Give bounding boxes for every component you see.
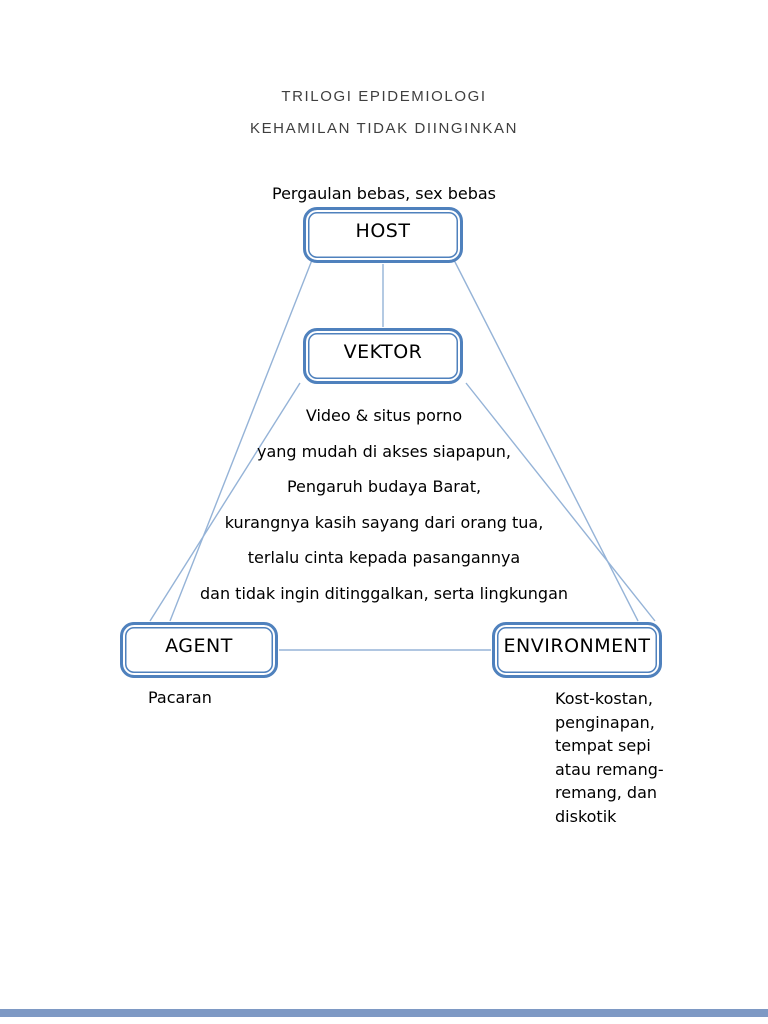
environment-annotation: Kost-kostan, penginapan, tempat sepi ata… <box>555 687 664 828</box>
host-node: HOST <box>303 207 463 263</box>
edge-vektor-agent <box>149 382 301 622</box>
vektor-note-line: Pengaruh budaya Barat, <box>286 477 482 496</box>
vektor-note-line: terlalu cinta kepada pasangannya <box>247 548 521 567</box>
page-bottom-bar <box>0 1009 768 1017</box>
vektor-note-line: kurangnya kasih sayang dari orang tua, <box>224 512 544 532</box>
vektor-node: VEKTOR <box>303 328 463 384</box>
edge-host-agent <box>169 259 313 622</box>
environment-annotation-line: Kost-kostan, <box>555 689 653 708</box>
vektor-note-line: Video & situs porno <box>305 406 463 425</box>
edge-vektor-environment <box>465 382 656 622</box>
environment-annotation-line: tempat sepi <box>555 736 651 755</box>
vektor-note-line: dan tidak ingin ditinggalkan, serta ling… <box>199 583 569 603</box>
environment-annotation-line: atau remang- <box>555 759 664 779</box>
environment-annotation-line: diskotik <box>555 806 617 826</box>
environment-label: ENVIRONMENT <box>503 635 651 657</box>
host-label: HOST <box>355 220 411 242</box>
document-title-line-1: TRILOGI EPIDEMIOLOGI <box>281 88 487 105</box>
environment-annotation-line: remang, dan <box>555 783 658 802</box>
agent-label: AGENT <box>165 635 233 657</box>
vektor-label: VEKTOR <box>343 341 423 363</box>
agent-node: AGENT <box>120 622 278 678</box>
environment-node: ENVIRONMENT <box>492 622 662 678</box>
agent-annotation: Pacaran <box>148 688 212 707</box>
document-title-line-2: KEHAMILAN TIDAK DIINGINKAN <box>249 120 519 137</box>
vektor-notes: Video & situs porno yang mudah di akses … <box>0 398 768 611</box>
environment-annotation-line: penginapan, <box>555 712 655 732</box>
host-annotation: Pergaulan bebas, sex bebas <box>271 184 496 203</box>
vektor-note-line: yang mudah di akses siapapun, <box>257 441 511 461</box>
